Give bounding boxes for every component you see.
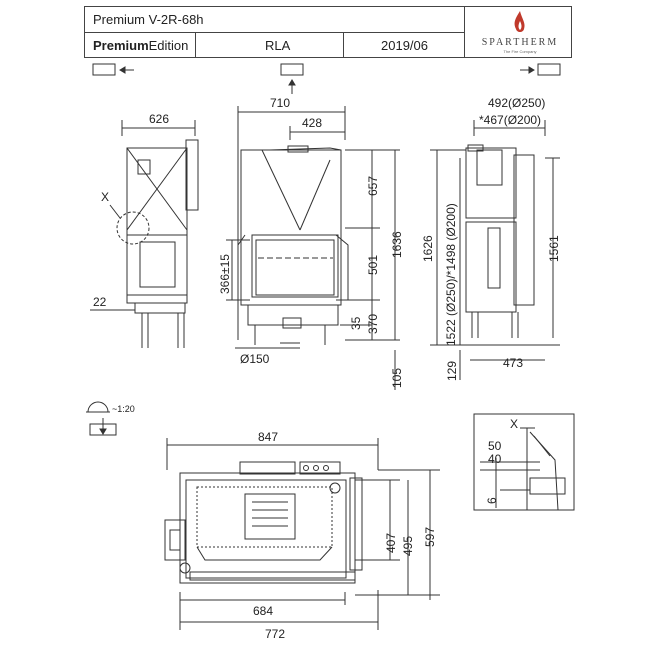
dim-407: 407 [384,533,398,553]
detail-40: 40 [488,452,502,466]
dim-35: 35 [349,316,363,330]
title-block: Premium V-2R-68h PremiumEdition RLA 2019… [84,6,572,58]
dim-370: 370 [366,314,380,334]
dim-501: 501 [366,255,380,275]
dim-492: 492(Ø250) [488,96,545,110]
date-label: 2019/06 [381,38,428,53]
front-view-marker [280,63,304,94]
plan-view [164,438,440,630]
dim-1522: 1522 (Ø250)/*1498 (Ø200) [444,203,458,346]
dim-467: *467(Ø200) [479,113,541,127]
dim-597: 597 [423,527,437,547]
left-side-view [90,120,199,348]
dimension-labels: 626 X 22 710 428 657 501 1636 366±15 35 … [93,96,561,641]
edition-label: PremiumEdition [93,38,189,53]
dim-d150: Ø150 [240,352,270,366]
dim-772: 772 [265,627,285,641]
brand-tagline: The Fire Company [503,49,537,54]
brand-logo: SPARTHERM The Fire Company [470,7,570,59]
dim-495: 495 [401,536,415,556]
model-name: Premium V-2R-68h [93,12,204,27]
variant-label: RLA [265,38,291,53]
right-side-view [430,120,560,380]
dim-366: 366±15 [218,254,232,294]
dim-428: 428 [302,116,322,130]
dim-473: 473 [503,356,523,370]
dim-847: 847 [258,430,278,444]
dim-105: 105 [390,368,404,388]
dim-657: 657 [366,176,380,196]
dim-x-marker: X [101,190,109,204]
detail-x-label: X [510,417,518,431]
right-view-marker [520,63,561,76]
detail-50: 50 [488,439,502,453]
front-view [237,106,349,345]
dim-22: 22 [93,295,107,309]
detail-x [473,413,575,511]
left-view-marker [92,63,134,76]
title-row: Premium V-2R-68h [85,7,465,33]
flame-icon [514,11,525,32]
detail-6: 6 [485,497,499,504]
front-dimension-lines [226,149,400,390]
scale-icon [86,401,117,436]
brand-name: SPARTHERM [481,37,559,48]
info-row: PremiumEdition RLA 2019/06 [85,33,465,58]
scale-label: ~1:20 [112,404,135,414]
dim-1636: 1636 [390,231,404,258]
dim-129: 129 [445,361,459,381]
dim-626: 626 [149,112,169,126]
dim-1626: 1626 [421,235,435,262]
dim-710: 710 [270,96,290,110]
dim-1561: 1561 [547,235,561,262]
dim-684: 684 [253,604,273,618]
